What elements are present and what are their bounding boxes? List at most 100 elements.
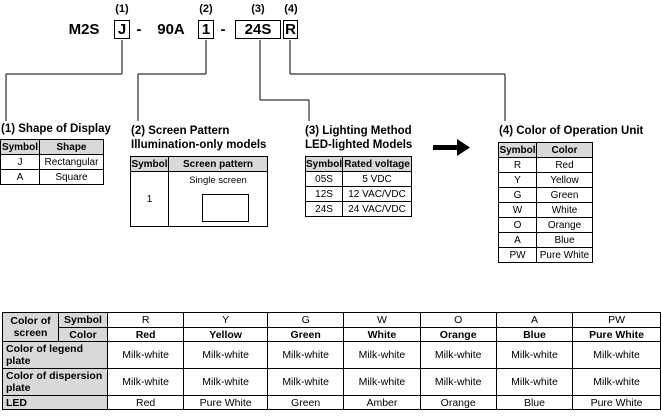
screen-symbol: 1 xyxy=(130,171,169,227)
color-value: Green xyxy=(536,187,593,203)
color-value: Orange xyxy=(536,217,593,233)
symbol-cell: O xyxy=(419,312,497,328)
symbol-cell: A xyxy=(495,312,574,328)
led-cell: Amber xyxy=(343,395,421,410)
lighting-header-voltage: Rated voltage xyxy=(342,156,412,172)
dispersion-plate-cell: Milk-white xyxy=(343,368,421,396)
lighting-section-subtitle: LED-lighted Models xyxy=(305,139,413,151)
color-section-title: (4) Color of Operation Unit xyxy=(499,125,644,137)
code-dash: - xyxy=(220,21,226,38)
color-value: Pure White xyxy=(536,247,593,263)
code-series: M2S xyxy=(68,21,100,38)
color-cell: Red xyxy=(106,327,185,342)
code-number: (4) xyxy=(284,3,298,15)
color-cell: Blue xyxy=(495,327,574,342)
color-symbol: PW xyxy=(498,247,537,263)
code-dash: - xyxy=(136,21,142,38)
shape-symbol: J xyxy=(0,154,40,170)
screen-table: Symbol Screen pattern 1 Single screen xyxy=(130,156,268,227)
legend-plate-cell: Milk-white xyxy=(343,341,421,369)
shape-value: Square xyxy=(39,169,104,185)
symbol-cell: G xyxy=(267,312,345,328)
shape-value: Rectangular xyxy=(39,154,104,170)
lighting-section-title: (3) Lighting Method xyxy=(305,125,412,137)
led-label: LED xyxy=(2,395,108,410)
table-row: LED Red Pure White Green Amber Orange Bl… xyxy=(2,395,661,410)
shape-section-title: (1) Shape of Display xyxy=(1,123,111,135)
lighting-voltage: 5 VDC xyxy=(342,171,412,187)
color-value: Yellow xyxy=(536,172,593,188)
symbol-cell: PW xyxy=(572,312,661,328)
color-symbol: A xyxy=(498,232,537,248)
symbol-cell: W xyxy=(343,312,421,328)
color-symbol: W xyxy=(498,202,537,218)
led-cell: Orange xyxy=(419,395,497,410)
legend-plate-cell: Milk-white xyxy=(267,341,345,369)
screen-pattern-cell: Single screen xyxy=(168,171,268,227)
dispersion-plate-label: Color of dispersion plate xyxy=(2,368,108,396)
color-value: Blue xyxy=(536,232,593,248)
color-row-label: Color xyxy=(58,327,108,342)
dispersion-plate-cell: Milk-white xyxy=(419,368,497,396)
shape-header-symbol: Symbol xyxy=(0,139,40,155)
lighting-symbol: 05S xyxy=(304,171,344,187)
corner-label: Color of screen xyxy=(2,312,59,342)
dispersion-plate-cell: Milk-white xyxy=(183,368,269,396)
table-row: 05S 5 VDC xyxy=(304,171,412,187)
table-row: 24S 24 VAC/VDC xyxy=(304,201,412,217)
led-cell: Pure White xyxy=(183,395,269,410)
code-shape: J xyxy=(114,20,130,39)
led-cell: Red xyxy=(106,395,185,410)
led-cell: Blue xyxy=(495,395,574,410)
led-cell: Green xyxy=(267,395,345,410)
legend-plate-cell: Milk-white xyxy=(183,341,269,369)
screen-header-pattern: Screen pattern xyxy=(168,156,268,172)
lighting-voltage: 24 VAC/VDC xyxy=(342,201,412,217)
legend-plate-cell: Milk-white xyxy=(495,341,574,369)
color-cell: Yellow xyxy=(183,327,269,342)
dispersion-plate-cell: Milk-white xyxy=(572,368,661,396)
legend-plate-cell: Milk-white xyxy=(419,341,497,369)
lighting-table: Symbol Rated voltage 05S 5 VDC 12S 12 VA… xyxy=(304,156,412,217)
screen-pattern-label: Single screen xyxy=(189,175,247,186)
dispersion-plate-cell: Milk-white xyxy=(106,368,185,396)
dispersion-plate-cell: Milk-white xyxy=(267,368,345,396)
color-value: White xyxy=(536,202,593,218)
color-symbol: Y xyxy=(498,172,537,188)
legend-plate-cell: Milk-white xyxy=(106,341,185,369)
table-row: J Rectangular xyxy=(0,154,104,170)
right-arrow-icon xyxy=(433,139,470,156)
color-cell: Green xyxy=(267,327,345,342)
symbol-row-label: Symbol xyxy=(58,312,108,328)
screen-section-title: (2) Screen Pattern xyxy=(131,125,230,137)
screen-section-subtitle: Illumination-only models xyxy=(131,139,267,151)
table-row: A Square xyxy=(0,169,104,185)
code-color: R xyxy=(283,20,298,39)
code-screen: 1 xyxy=(198,20,214,39)
screen-header-symbol: Symbol xyxy=(130,156,169,172)
color-symbol: R xyxy=(498,157,537,173)
symbol-cell: R xyxy=(106,312,185,328)
color-header-symbol: Symbol xyxy=(498,142,537,158)
shape-symbol: A xyxy=(0,169,40,185)
color-symbol: G xyxy=(498,187,537,203)
screen-color-table: Color of screen Symbol R Y G W O A PW Co… xyxy=(2,312,661,410)
led-cell: Pure White xyxy=(572,395,661,410)
color-cell: White xyxy=(343,327,421,342)
dispersion-plate-cell: Milk-white xyxy=(495,368,574,396)
table-row: 12S 12 VAC/VDC xyxy=(304,186,412,202)
shape-table: Symbol Shape J Rectangular A Square xyxy=(0,139,104,185)
table-row: 1 Single screen xyxy=(130,171,268,227)
legend-plate-label: Color of legend plate xyxy=(2,341,108,369)
code-lighting: 24S xyxy=(235,20,281,39)
code-number: (1) xyxy=(115,3,129,15)
lighting-voltage: 12 VAC/VDC xyxy=(342,186,412,202)
shape-header-shape: Shape xyxy=(39,139,104,155)
